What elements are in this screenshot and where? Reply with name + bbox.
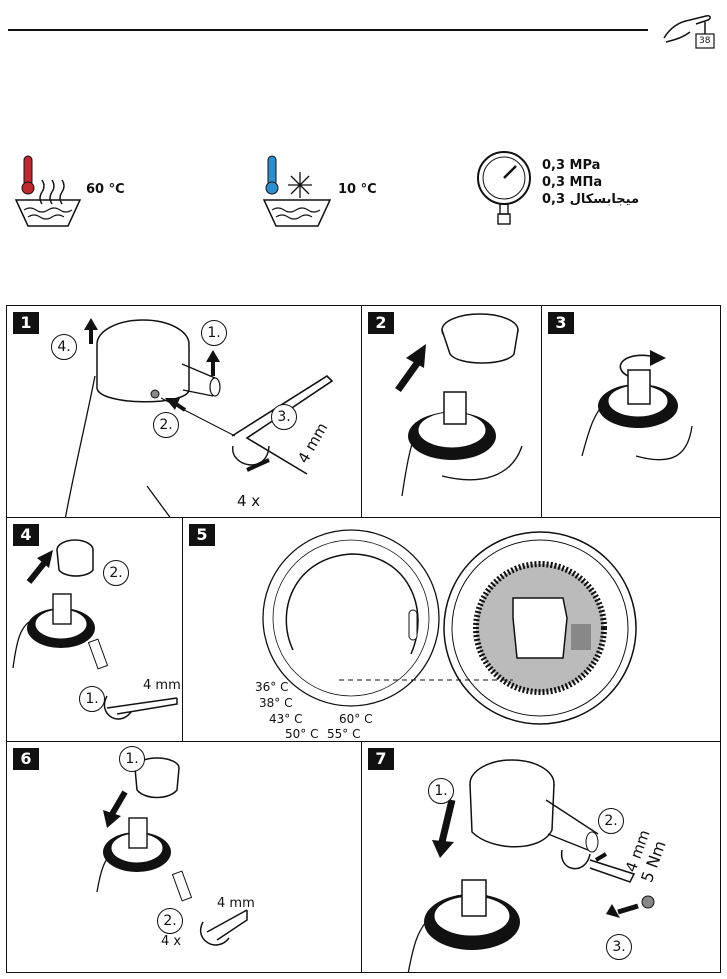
step-2-marker: 2. bbox=[157, 908, 183, 934]
step-1-marker: 1. bbox=[119, 746, 145, 772]
cold-water-icon bbox=[262, 150, 334, 230]
temperature-scale-illustration bbox=[262, 529, 637, 725]
pressure-line-2: 0,3 MПa bbox=[542, 175, 603, 190]
cold-temp-label: 10 °C bbox=[338, 182, 377, 197]
temp-mark-60: 60° C bbox=[339, 712, 373, 726]
temp-mark-50: 50° C bbox=[285, 727, 319, 741]
turns-label: 4 x bbox=[237, 492, 261, 510]
panel-number: 7 bbox=[368, 748, 394, 770]
panel-step-5: 5 36° C 38° C 43° C 50° C 55° C 60° C bbox=[182, 517, 721, 743]
ring-removal-illustration bbox=[12, 539, 178, 720]
panel-step-6: 6 1. 2. 4 mm 4 x bbox=[6, 741, 363, 973]
panel-number: 6 bbox=[13, 748, 39, 770]
lever-install-illustration bbox=[407, 759, 655, 972]
pressure-gauge-icon bbox=[474, 150, 536, 230]
temp-mark-36: 36° C bbox=[255, 680, 289, 694]
temp-mark-38: 38° C bbox=[259, 696, 293, 710]
temp-mark-55: 55° C bbox=[327, 727, 361, 741]
step-2-marker: 2. bbox=[598, 808, 624, 834]
page-icon-number: 38 bbox=[699, 36, 711, 46]
panel-step-7: 7 1. 2. 3. 4 mm 5 Nm bbox=[361, 741, 721, 973]
panel-step-4: 4 2. 1. 4 mm bbox=[6, 517, 184, 743]
tool-size-label: 4 mm bbox=[143, 678, 181, 693]
panel-number: 5 bbox=[189, 524, 215, 546]
step-2-marker: 2. bbox=[103, 560, 129, 586]
step-1-marker: 1. bbox=[428, 778, 454, 804]
pressure-line-3: 0,3 ميجابسكال bbox=[542, 192, 639, 207]
panel-number: 3 bbox=[548, 312, 574, 334]
temp-mark-43: 43° C bbox=[269, 712, 303, 726]
hot-temp-label: 60 °C bbox=[86, 182, 125, 197]
cap-removal-illustration bbox=[395, 313, 523, 497]
step-4-marker: 4. bbox=[51, 334, 77, 360]
step-3-marker: 3. bbox=[606, 934, 632, 960]
adapter-rotate-illustration bbox=[581, 350, 693, 461]
tool-size-label: 4 mm bbox=[217, 896, 255, 911]
panel-step-3: 3 bbox=[541, 305, 721, 519]
header-rule bbox=[8, 29, 648, 31]
step-3-marker: 3. bbox=[271, 404, 297, 430]
panel-number: 1 bbox=[13, 312, 39, 334]
panel-number: 4 bbox=[13, 524, 39, 546]
step-2-marker: 2. bbox=[153, 412, 179, 438]
pressure-line-1: 0,3 MPa bbox=[542, 158, 601, 173]
panel-step-1: 1 1. 2. 3. 4. 4 mm 4 x bbox=[6, 305, 363, 519]
panel-number: 2 bbox=[368, 312, 394, 334]
ring-install-illustration bbox=[96, 757, 248, 946]
step-1-marker: 1. bbox=[201, 320, 227, 346]
hot-water-icon bbox=[14, 150, 84, 230]
turns-label: 4 x bbox=[161, 934, 182, 949]
panel-step-2: 2 bbox=[361, 305, 543, 519]
faucet-lever-illustration bbox=[64, 318, 334, 518]
hand-thermostat-icon: 38 bbox=[660, 8, 718, 52]
step-1-marker: 1. bbox=[79, 686, 105, 712]
